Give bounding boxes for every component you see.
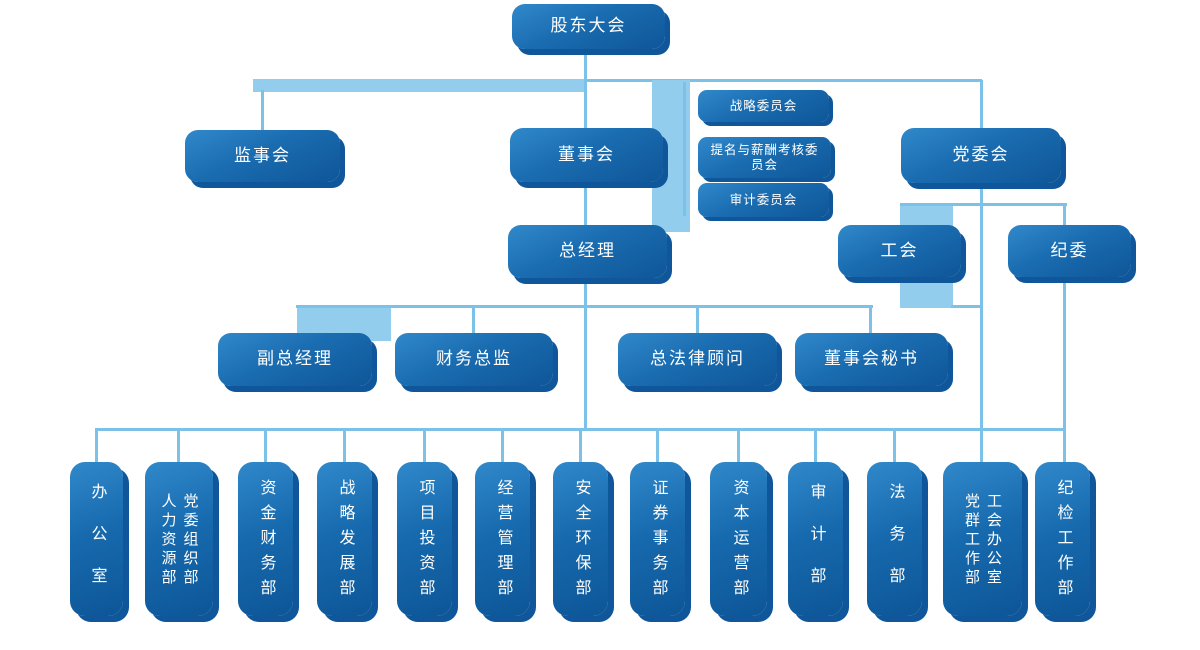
node-general-manager: 总经理 [508, 225, 667, 278]
node-discipline-committee: 纪委 [1008, 225, 1131, 277]
node-audit-committee: 审计委员会 [698, 183, 829, 217]
connector-line-party-row [900, 203, 1067, 206]
node-supervisory-board: 监事会 [185, 130, 340, 182]
dept-audit: 审计部 [788, 462, 843, 616]
dept-strategy-development: 战略发展部 [317, 462, 372, 616]
dept-securities-affairs: 证券事务部 [630, 462, 685, 616]
dept-capital-operation: 资本运营部 [710, 462, 767, 616]
connector-stub-dept-6 [501, 428, 504, 463]
connector-drop-cfo [472, 307, 475, 334]
connector-line-committees [683, 82, 686, 216]
connector-stub-dept-1 [95, 428, 98, 463]
dept-legal: 法务部 [867, 462, 922, 616]
dept-union-office-party-mass-work: 工会办公室 党群工作部 [943, 462, 1022, 616]
node-party-committee: 党委会 [901, 128, 1061, 183]
connector-stub-dept-5 [423, 428, 426, 463]
node-deputy-general-manager: 副总经理 [218, 333, 372, 386]
connector-line-discipline [1063, 204, 1066, 463]
dept-operation-management: 经营管理部 [475, 462, 530, 616]
node-labor-union: 工会 [838, 225, 961, 277]
connector-stub-dept-4 [343, 428, 346, 463]
connector-line-level4 [296, 305, 873, 308]
node-nomination-remuneration-committee: 提名与薪酬考核委员会 [698, 137, 831, 178]
connector-stub-dept-11 [893, 428, 896, 463]
dept-fund-finance: 资金财务部 [238, 462, 293, 616]
dept-safety-environment: 安全环保部 [553, 462, 608, 616]
connector-stub-dept-8 [656, 428, 659, 463]
dept-project-investment: 项目投资部 [397, 462, 452, 616]
dept-discipline-inspection-work: 纪检工作部 [1035, 462, 1090, 616]
connector-stub-dept-7 [579, 428, 582, 463]
connector-stub-dept-2 [177, 428, 180, 463]
node-shareholders-meeting: 股东大会 [512, 4, 665, 49]
connector-stub-dept-10 [814, 428, 817, 463]
connector-drop-counsel [696, 307, 699, 334]
connector-stub-dept-3 [264, 428, 267, 463]
node-board-of-directors: 董事会 [510, 128, 663, 182]
connector-stub-dept-9 [737, 428, 740, 463]
dept-office: 办公室 [70, 462, 123, 616]
connector-line-top-right [587, 79, 982, 82]
connector-drop-secretary [869, 307, 872, 334]
connector-drop-supervisory [261, 90, 264, 131]
node-strategy-committee: 战略委员会 [698, 90, 829, 122]
node-finance-director: 财务总监 [395, 333, 553, 386]
connector-stub-union [951, 305, 982, 308]
dept-party-organization-hr: 党委组织部 人力资源部 [145, 462, 213, 616]
connector-band-top [253, 79, 587, 92]
connector-drop-party [980, 80, 983, 463]
node-general-counsel: 总法律顾问 [618, 333, 777, 386]
node-board-secretary: 董事会秘书 [795, 333, 948, 386]
